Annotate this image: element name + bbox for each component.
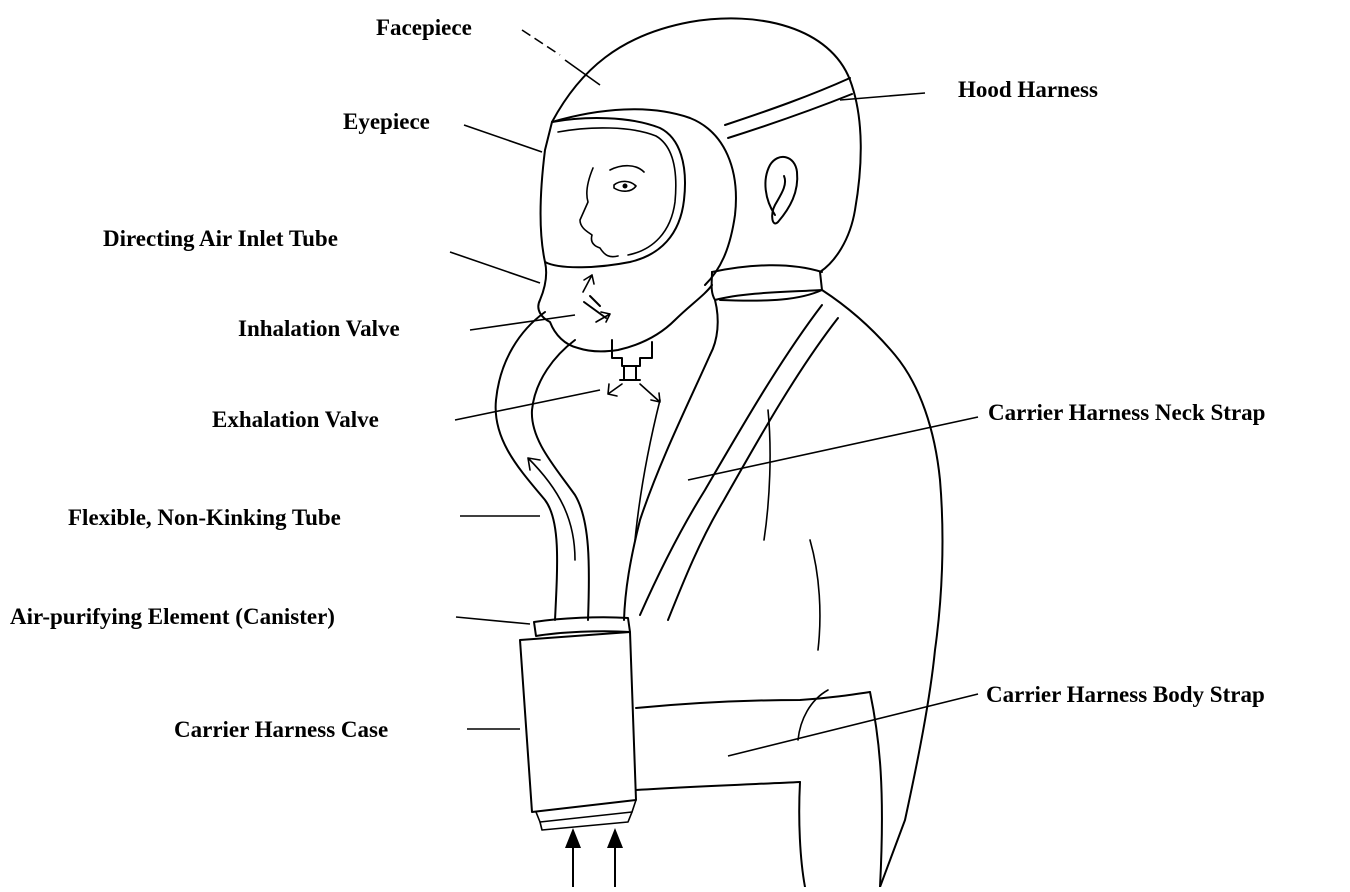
hood-harness-strap-inner — [728, 94, 852, 138]
hood-outline — [552, 18, 861, 300]
leader-directing-air-inlet — [450, 252, 540, 283]
ear — [765, 157, 797, 224]
leader-body-strap — [728, 694, 978, 756]
exhale-arrow-left — [608, 384, 622, 396]
neck-strap-outer — [640, 305, 822, 615]
exhale-arrow-right — [640, 384, 660, 402]
label-directing-air-inlet-tube: Directing Air Inlet Tube — [103, 226, 338, 251]
leader-inhalation-valve — [470, 315, 575, 330]
leader-eyepiece — [464, 125, 542, 152]
leader-lines — [450, 30, 978, 756]
label-flexible-tube: Flexible, Non-Kinking Tube — [68, 505, 341, 530]
label-facepiece: Facepiece — [376, 15, 472, 40]
leader-facepiece-2 — [565, 60, 600, 85]
body-strap-top — [636, 692, 870, 708]
body-strap-bottom — [636, 782, 800, 790]
label-eyepiece: Eyepiece — [343, 109, 430, 134]
exhalation-valve-stem — [620, 366, 640, 380]
exhalation-valve-body — [612, 340, 652, 366]
body-collar — [710, 300, 718, 355]
hood-back-neck — [712, 265, 822, 272]
chest-fold-1 — [635, 400, 660, 540]
label-inhalation-valve: Inhalation Valve — [238, 316, 400, 341]
case-bottom-1 — [536, 800, 636, 822]
hood-front-edge — [552, 109, 736, 285]
label-carrier-harness-neck-strap: Carrier Harness Neck Strap — [988, 400, 1265, 425]
eyebrow — [610, 166, 644, 172]
intake-arrow-right-head — [607, 828, 623, 848]
neck-strap-inner — [668, 318, 838, 620]
label-hood-harness: Hood Harness — [958, 77, 1098, 102]
figure-drawing — [496, 18, 943, 887]
eyepiece-lens — [540, 118, 685, 267]
label-exhalation-valve: Exhalation Valve — [212, 407, 379, 432]
eye-pupil — [623, 184, 628, 189]
label-canister: Air-purifying Element (Canister) — [10, 604, 335, 629]
leader-canister — [456, 617, 530, 624]
tube-airflow-arrow — [528, 458, 575, 560]
intake-arrow-left-head — [565, 828, 581, 848]
chest-front — [624, 355, 710, 620]
face-profile — [580, 168, 618, 257]
tube-inner — [532, 340, 589, 620]
eyepiece-rim — [558, 128, 676, 255]
label-carrier-harness-case: Carrier Harness Case — [174, 717, 388, 742]
tube-outer — [496, 312, 557, 620]
carrier-case — [520, 632, 636, 812]
inhalation-valve — [584, 296, 606, 318]
labels: Facepiece Hood Harness Eyepiece Directin… — [10, 15, 1265, 742]
chest-fold-3 — [810, 540, 820, 650]
leader-exhalation-valve — [455, 390, 600, 420]
leader-facepiece — [522, 30, 560, 55]
label-carrier-harness-body-strap: Carrier Harness Body Strap — [986, 682, 1265, 707]
chin-cup — [538, 262, 712, 351]
airflow-arrow-up — [583, 275, 594, 292]
